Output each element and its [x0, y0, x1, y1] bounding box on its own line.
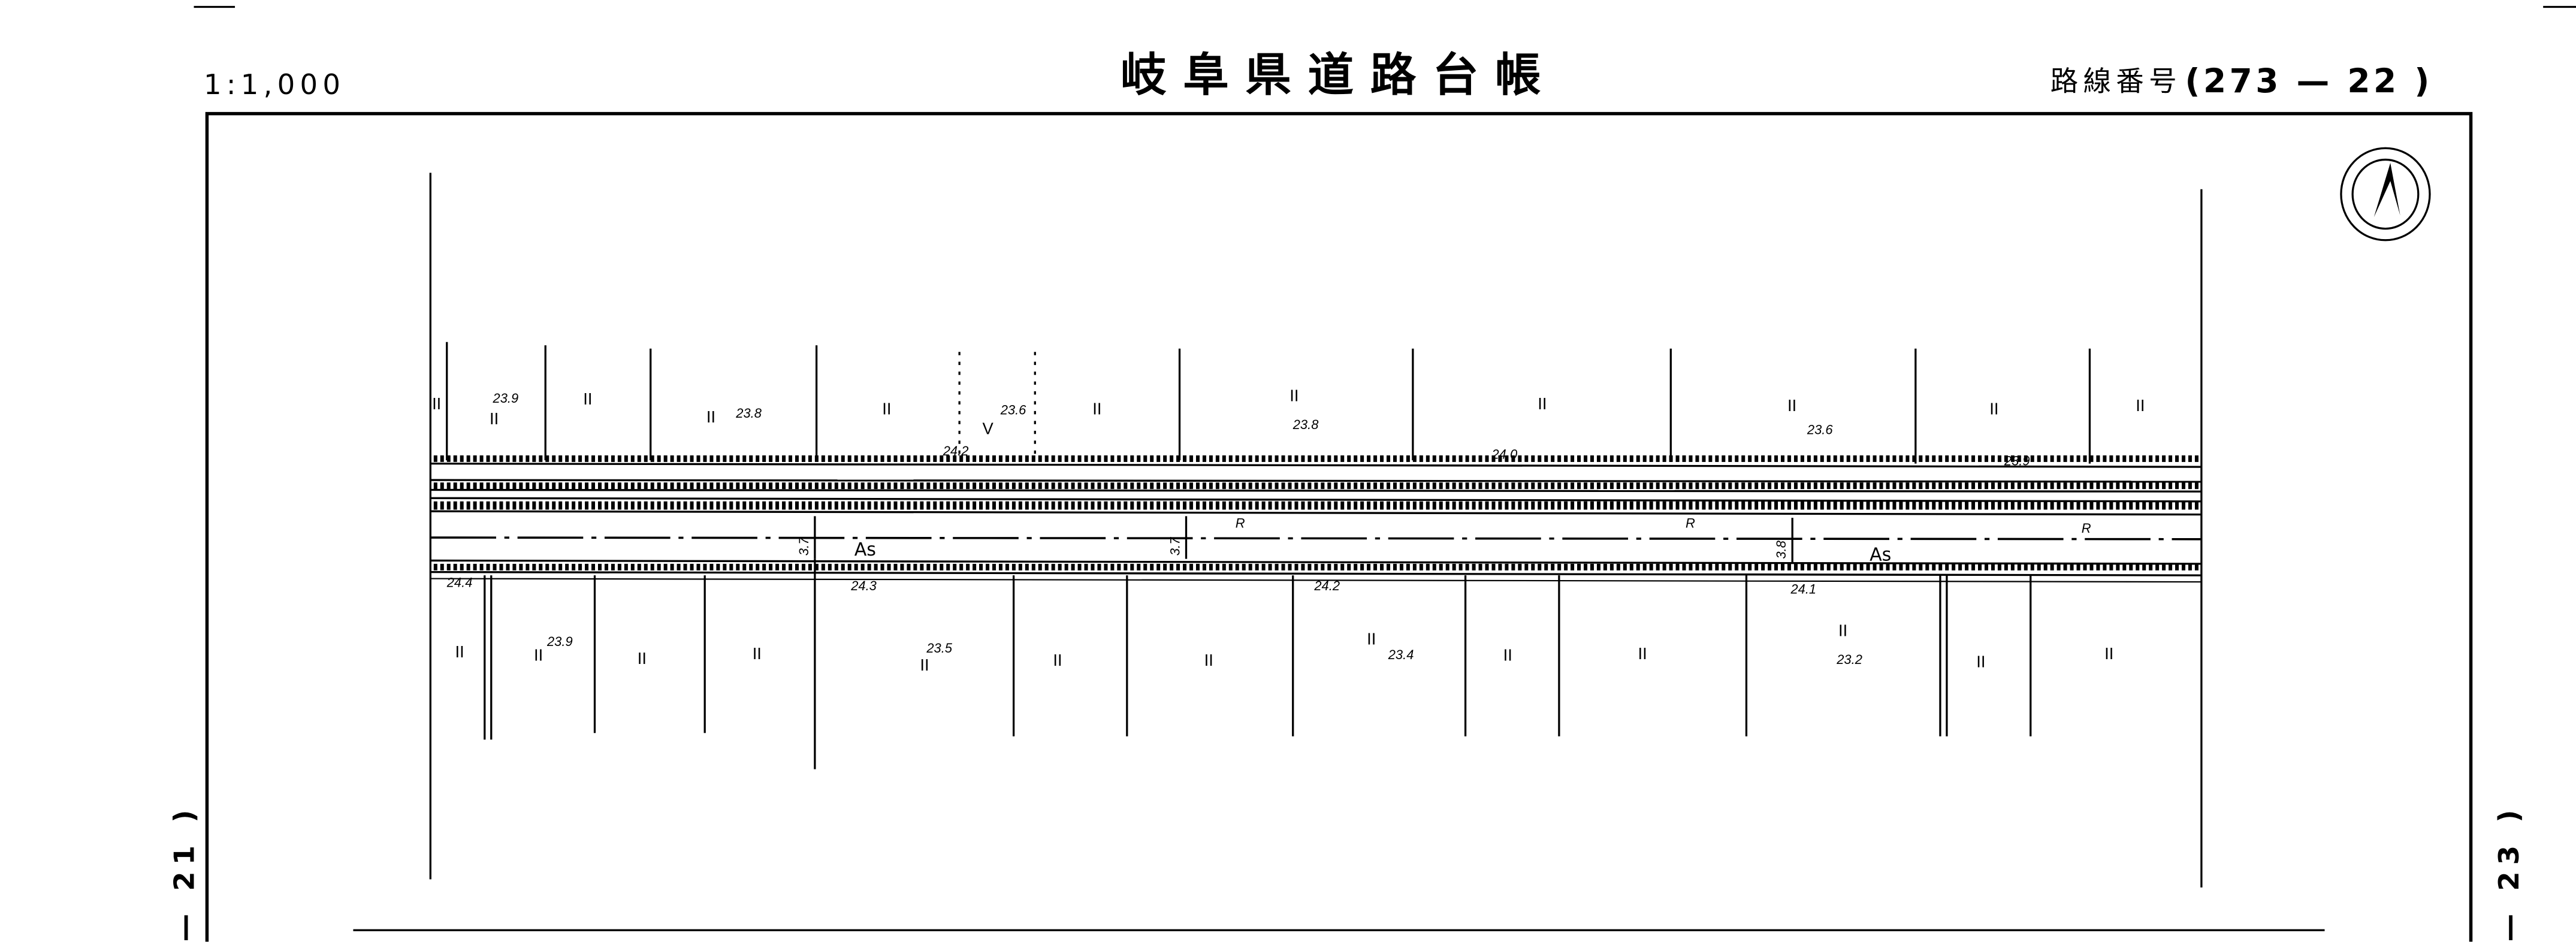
next-sheet-link[interactable]: — 23 ) [2493, 804, 2525, 942]
field-symbol: II [583, 390, 592, 408]
elevation-label: 24.0 [1491, 446, 1517, 461]
lot-lines-top [446, 342, 2091, 464]
page-title: 岐阜県道路台帳 [1121, 49, 1557, 102]
field-symbol: II [1538, 394, 1547, 413]
field-symbol: II [1638, 644, 1647, 663]
lot-lines-bottom [484, 558, 2032, 769]
prev-sheet-link[interactable]: — 21 ) [168, 804, 201, 942]
elevation-label: 23.4 [1388, 647, 1414, 662]
field-symbol: II [2136, 396, 2145, 415]
surface-label: As [1870, 544, 1891, 565]
width-markers [814, 516, 1793, 563]
elevation-label: 23.6 [1807, 422, 1833, 437]
road-width-label: 3.7 [796, 537, 811, 555]
elevation-label: 24.4 [446, 575, 473, 590]
elevation-label: 23.8 [1292, 417, 1319, 432]
elevation-label: 24.2 [1313, 578, 1340, 593]
field-symbol: II [1204, 651, 1213, 669]
field-symbol: II [455, 642, 464, 661]
field-symbol: II [1503, 646, 1512, 665]
elevation-label: 23.2 [1836, 652, 1862, 667]
north-arrow-icon [2340, 147, 2431, 241]
field-symbol: II [638, 649, 647, 668]
elevation-label: 23.9 [546, 634, 573, 649]
route-number: (273 — 22 ) [2185, 62, 2432, 100]
field-symbols: II II II II II II II II II II II II II I… [432, 386, 2145, 674]
elevations: 23.9 23.8 23.6 23.8 23.6 24.2 24.0 23.9 … [446, 391, 2030, 667]
curb-label: R [1686, 516, 1695, 531]
field-symbol: II [920, 656, 929, 674]
field-symbol: II [882, 399, 891, 418]
surface-label: As [854, 539, 876, 560]
road-width-label: 3.7 [1168, 537, 1183, 555]
mark-v: V [983, 419, 994, 437]
field-symbol: II [1289, 386, 1298, 404]
field-symbol: II [534, 646, 543, 665]
field-symbol: II [1976, 653, 1985, 671]
elevation-label: 24.1 [1790, 581, 1816, 596]
elevation-label: 24.3 [850, 578, 877, 593]
curb-label: R [1236, 516, 1245, 531]
route-label: 路線番号 [2050, 65, 2182, 97]
elevation-label: 23.6 [1000, 402, 1026, 417]
field-symbol: II [753, 644, 762, 663]
field-symbol: II [1838, 621, 1847, 640]
field-symbol: II [1053, 651, 1062, 669]
scale-label: 1:1,000 [204, 68, 345, 101]
road [430, 455, 2201, 583]
sheet-frame [205, 111, 2473, 942]
field-symbol: II [2104, 644, 2113, 663]
field-symbol: II [706, 407, 715, 426]
field-symbol: II [1787, 396, 1796, 415]
field-symbol: II [490, 409, 499, 428]
field-symbol: II [432, 394, 441, 413]
road-width-label: 3.8 [1774, 540, 1789, 558]
field-symbol: II [1092, 399, 1101, 418]
road-centerline [430, 536, 2201, 541]
elevation-label: 23.9 [2004, 453, 2030, 468]
elevation-label: 24.2 [943, 443, 969, 458]
curb-label: R [2082, 521, 2091, 536]
elevation-label: 23.9 [493, 391, 519, 406]
field-symbol: II [1989, 399, 1998, 418]
elevation-label: 23.5 [926, 641, 952, 656]
elevation-label: 23.8 [735, 406, 762, 421]
field-symbol: II [1367, 629, 1376, 648]
